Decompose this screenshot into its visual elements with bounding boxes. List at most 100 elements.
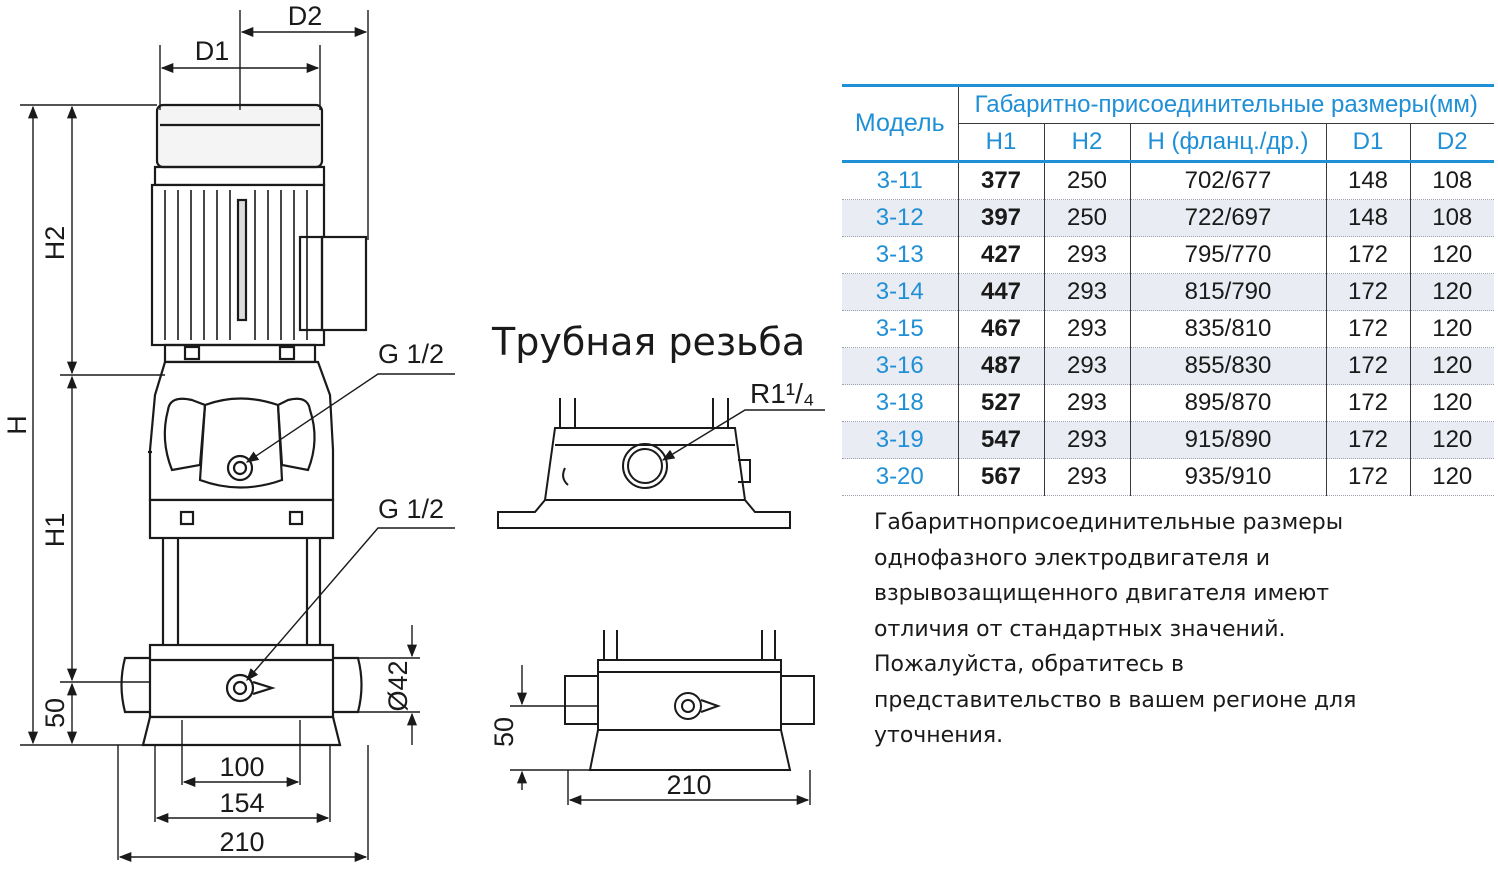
table-subheader-row: H1 H2 H (фланц./др.) D1 D2 [842, 123, 1494, 163]
model-cell: 3-20 [842, 458, 959, 496]
dim-label-210-side: 210 [666, 770, 711, 800]
dim-label-50-main: 50 [40, 698, 70, 728]
dim-label-d42: Ø42 [383, 660, 413, 711]
column-header: D2 [1410, 123, 1494, 163]
model-cell: 3-12 [842, 199, 959, 237]
table-cell: 527 [958, 384, 1045, 422]
table-cell: 835/810 [1130, 310, 1327, 348]
table-cell: 467 [958, 310, 1045, 348]
table-cell: 293 [1044, 236, 1131, 274]
table-cell: 815/790 [1130, 273, 1327, 311]
table-cell: 487 [958, 347, 1045, 385]
table-cell: 120 [1410, 347, 1494, 385]
table-cell: 172 [1326, 347, 1411, 385]
dim-label-d2: D2 [288, 1, 323, 31]
table-cell: 250 [1044, 161, 1131, 200]
side-dimension-lines [510, 665, 811, 806]
table-cell: 108 [1410, 161, 1494, 200]
table-cell: 120 [1410, 458, 1494, 496]
thread-title: Трубная резьба [491, 320, 805, 364]
pump-side-view [564, 630, 815, 771]
note-line: Пожалуйста, обратитесь в [874, 652, 1185, 677]
dim-label-d1: D1 [195, 36, 230, 66]
table-cell: 120 [1410, 273, 1494, 311]
label-g12-top: G 1/2 [378, 339, 444, 369]
dim-label-50-side: 50 [489, 717, 519, 747]
model-cell: 3-14 [842, 273, 959, 311]
table-cell: 397 [958, 199, 1045, 237]
model-cell: 3-13 [842, 236, 959, 274]
note-line: взрывозащищенного двигателя имеют [874, 581, 1330, 606]
table-cell: 148 [1326, 199, 1411, 237]
table-cell: 547 [958, 421, 1045, 459]
pump-front-view [120, 103, 368, 747]
table-cell: 172 [1326, 421, 1411, 459]
column-header: H1 [958, 123, 1045, 163]
dim-label-h2: H2 [40, 226, 70, 261]
table-cell: 447 [958, 273, 1045, 311]
table-cell: 108 [1410, 199, 1494, 237]
table-cell: 172 [1326, 236, 1411, 274]
table-cell: 895/870 [1130, 384, 1327, 422]
note-line: отличия от стандартных значений. [874, 616, 1286, 642]
table-cell: 148 [1326, 161, 1411, 200]
dim-label-210-main: 210 [219, 827, 264, 857]
label-g12-bottom: G 1/2 [378, 494, 444, 524]
table-cell: 293 [1044, 347, 1131, 385]
table-cell: 915/890 [1130, 421, 1327, 459]
model-cell: 3-16 [842, 347, 959, 385]
table-cell: 795/770 [1130, 236, 1327, 274]
table-cell: 172 [1326, 458, 1411, 496]
table-cell: 293 [1044, 273, 1131, 311]
note-line: представительство в вашем регионе для [874, 687, 1357, 713]
table-cell: 427 [958, 236, 1045, 274]
table-cell: 172 [1326, 384, 1411, 422]
group-header: Габаритно-присоединительные размеры(мм) [958, 84, 1494, 124]
table-cell: 722/697 [1130, 199, 1327, 237]
column-header: H (фланц./др.) [1130, 123, 1327, 163]
thread-leader [661, 409, 825, 461]
main-dimension-lines [20, 10, 455, 863]
table-cell: 702/677 [1130, 161, 1327, 200]
table-cell: 120 [1410, 421, 1494, 459]
column-header: D1 [1326, 123, 1411, 163]
dim-label-154: 154 [219, 788, 264, 818]
dimensions-table: Модель Габаритно-присоединительные разме… [842, 84, 1494, 496]
table-cell: 377 [958, 161, 1045, 200]
note-text: Габаритноприсоединительные размеры одноф… [874, 505, 1434, 754]
note-line: однофазного электродвигателя и [874, 545, 1271, 571]
dim-label-h: H [2, 415, 32, 435]
table-cell: 935/910 [1130, 458, 1327, 496]
table-cell: 250 [1044, 199, 1131, 237]
model-header: Модель [842, 84, 959, 163]
model-cell: 3-11 [842, 161, 959, 200]
dim-label-h1: H1 [40, 513, 70, 548]
table-header-row: Модель Габаритно-присоединительные разме… [842, 84, 1494, 163]
model-cell: 3-18 [842, 384, 959, 422]
model-cell: 3-15 [842, 310, 959, 348]
table-cell: 293 [1044, 384, 1131, 422]
label-r114: R1¹/₄ [750, 378, 814, 409]
table-cell: 293 [1044, 421, 1131, 459]
table-cell: 172 [1326, 273, 1411, 311]
table-cell: 855/830 [1130, 347, 1327, 385]
model-cell: 3-19 [842, 421, 959, 459]
table-cell: 120 [1410, 236, 1494, 274]
table-cell: 120 [1410, 384, 1494, 422]
dim-label-100: 100 [219, 752, 264, 782]
table-cell: 172 [1326, 310, 1411, 348]
note-line: уточнения. [874, 723, 1004, 748]
table-cell: 293 [1044, 310, 1131, 348]
column-header: H2 [1044, 123, 1131, 163]
table-cell: 120 [1410, 310, 1494, 348]
